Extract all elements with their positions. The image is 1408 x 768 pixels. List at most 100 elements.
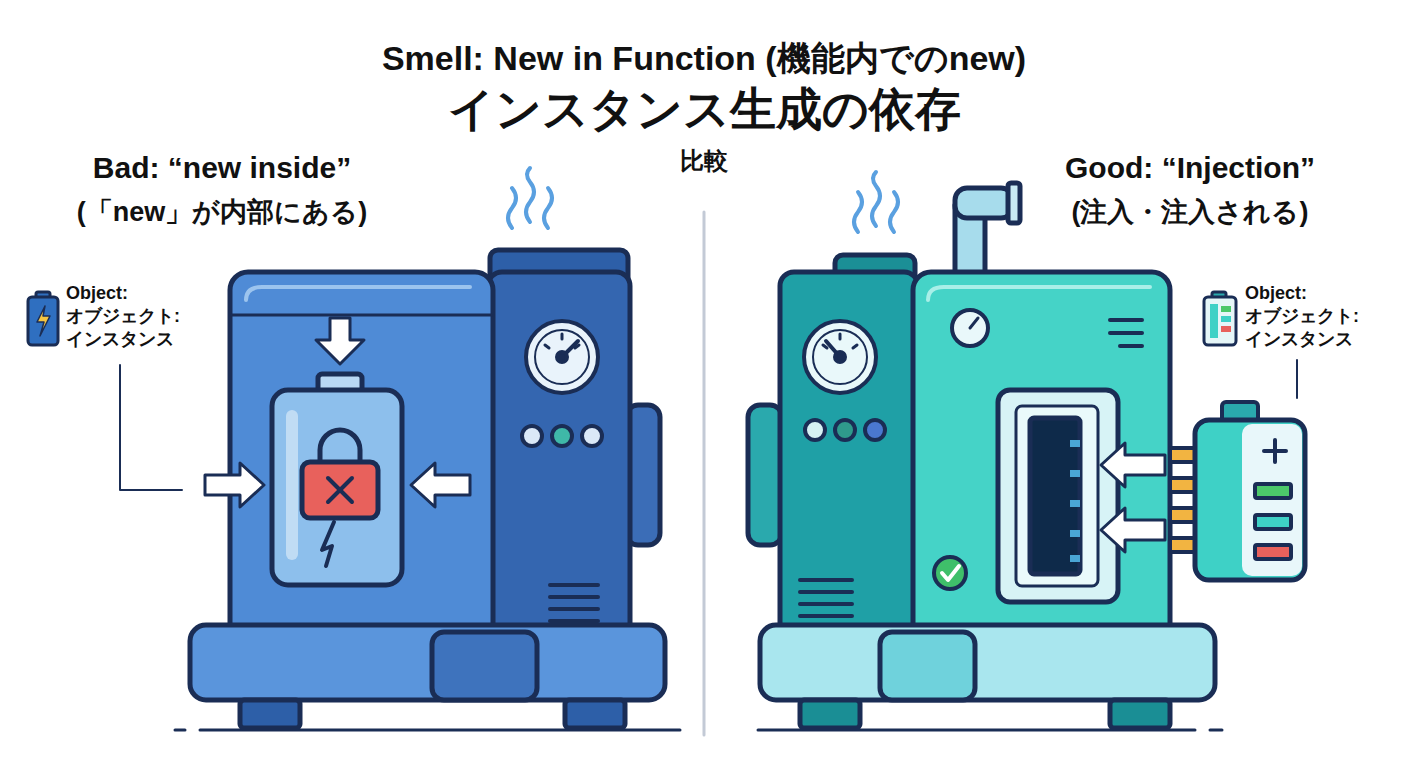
vent: [800, 614, 852, 618]
good-machine: [1110, 700, 1170, 728]
good-machine: [800, 700, 860, 728]
good-machine: [928, 287, 1150, 300]
arrow: [316, 318, 364, 364]
callout-label: Object: オブジェクト: インスタンス: [66, 282, 180, 351]
injected-battery: [1255, 515, 1291, 529]
panel-lines: [1110, 320, 1142, 346]
injected-battery: [1170, 402, 1305, 580]
steam: [872, 172, 880, 226]
battery-slot: [1070, 470, 1080, 477]
object-icon: [1204, 297, 1236, 345]
bad-machine-panel: Bad: “new inside”(「new」が内部にある): [190, 250, 665, 700]
bad-machine: [190, 625, 665, 700]
arrow: [1101, 508, 1165, 552]
battery-slot: [998, 390, 1118, 602]
object-icon: [28, 297, 58, 345]
ground-line: [175, 729, 185, 732]
locked-battery: [302, 462, 378, 518]
check-mark: [934, 557, 966, 589]
injected-battery: [1255, 484, 1291, 498]
gauge: [526, 321, 598, 393]
vent: [550, 595, 598, 599]
leader-line: [1296, 360, 1298, 398]
gauge: [561, 334, 564, 339]
injected-battery: [1242, 424, 1302, 576]
bad-machine: [230, 272, 493, 650]
vent: [800, 602, 852, 606]
locked-battery: [272, 374, 402, 585]
vent: [550, 583, 598, 587]
buttons: [522, 426, 602, 446]
gauge: [557, 352, 567, 362]
battery-slot: [998, 390, 1118, 602]
locked-battery: [328, 478, 352, 502]
steam: [508, 188, 516, 228]
locked-battery: [320, 430, 360, 464]
battery-slot: [1070, 440, 1080, 447]
locked-battery: [322, 522, 334, 566]
gauge: [970, 318, 978, 328]
battery-slot: [1016, 406, 1098, 586]
bad-machine: [432, 632, 537, 700]
vent: [550, 585, 598, 621]
buttons: [865, 420, 885, 440]
buttons: [522, 426, 542, 446]
illustration: [28, 168, 1305, 735]
panel-subheading: (「new」が内部にある): [0, 194, 472, 230]
buttons: [582, 426, 602, 446]
bad-machine: [232, 314, 491, 317]
diagram-subtitle: インスタンス生成の依存: [254, 82, 1154, 136]
panel-lines: [1110, 318, 1142, 322]
arrow: [411, 463, 470, 507]
injected-battery: [1195, 420, 1305, 580]
object-icon: [37, 306, 50, 336]
arrow: [1101, 443, 1165, 487]
gauge: [813, 330, 867, 384]
battery-slot: [1070, 500, 1080, 507]
bad-machine: [190, 250, 665, 728]
gauge: [545, 345, 549, 348]
buttons: [805, 420, 885, 440]
object-icon: [1204, 292, 1236, 345]
locked-battery: [286, 410, 298, 560]
good-machine: [760, 625, 1215, 700]
good-machine: [913, 272, 1170, 650]
vent: [550, 607, 598, 611]
bad-machine: [246, 287, 470, 300]
good-machine-panel: Good: “Injection”(注入・注入される): [750, 250, 1215, 700]
object-icon: [28, 292, 58, 345]
pipe: [955, 183, 1020, 277]
locked-battery: [272, 390, 402, 585]
battery-slot: [1070, 530, 1080, 537]
steam: [854, 172, 898, 232]
ground-line: [1210, 729, 1222, 732]
gauge: [535, 330, 589, 384]
callout-label: Object: オブジェクト: インスタンス: [1245, 282, 1359, 351]
gauge: [835, 352, 845, 362]
good-machine: [748, 405, 782, 545]
vent: [550, 619, 598, 623]
check-mark: [942, 566, 959, 580]
object-icon: [1210, 304, 1218, 338]
locked-battery: [328, 478, 352, 502]
panel-lines: [1120, 344, 1142, 348]
buttons: [805, 420, 825, 440]
gauge: [839, 334, 842, 339]
gauge: [823, 345, 827, 348]
vent: [800, 580, 852, 616]
buttons: [552, 426, 572, 446]
good-machine: [880, 632, 975, 700]
battery-slot: [1070, 440, 1080, 562]
object-icon: [1221, 316, 1231, 322]
arrow: [1101, 443, 1165, 552]
pipe: [1008, 183, 1020, 223]
good-machine: [780, 272, 918, 650]
injected-battery: [1255, 545, 1291, 559]
leader-line: [120, 365, 182, 490]
steam: [526, 168, 534, 222]
gauge: [853, 345, 857, 348]
bad-machine: [565, 700, 625, 728]
bad-machine: [240, 700, 300, 728]
battery-slot: [1030, 418, 1080, 574]
